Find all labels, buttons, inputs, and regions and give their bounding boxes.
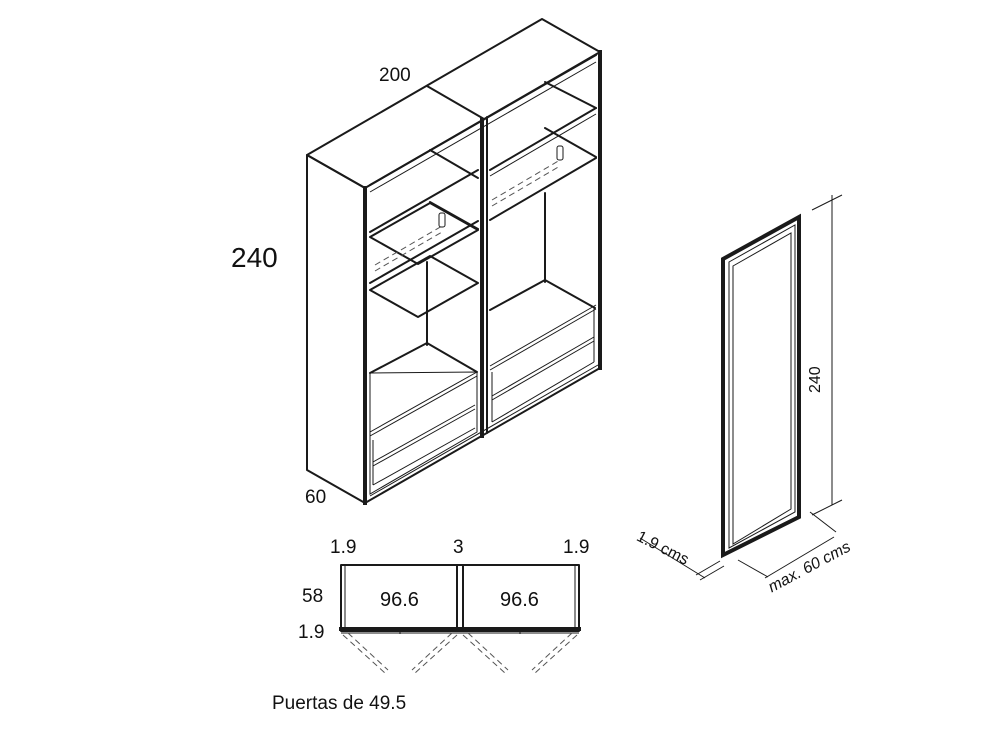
plan-depth-label: 58 — [302, 586, 324, 607]
wardrobe-isometric — [306, 18, 602, 505]
plan-door-thickness-label: 1.9 — [298, 622, 325, 643]
plan-right-inner-width: 96.6 — [500, 589, 539, 611]
plan-left-inner-width: 96.6 — [380, 589, 419, 611]
plan-center-divider-label: 3 — [453, 537, 464, 558]
plan-left-side-label: 1.9 — [330, 537, 357, 558]
plan-right-side-label: 1.9 — [563, 537, 590, 558]
depth-label: 60 — [305, 487, 327, 508]
plan-view — [339, 564, 581, 674]
door-height-label: 240 — [807, 366, 824, 393]
door-panel — [639, 194, 843, 581]
doors-caption: Puertas de 49.5 — [272, 693, 407, 714]
height-label: 240 — [231, 242, 278, 273]
width-label: 200 — [379, 65, 411, 86]
